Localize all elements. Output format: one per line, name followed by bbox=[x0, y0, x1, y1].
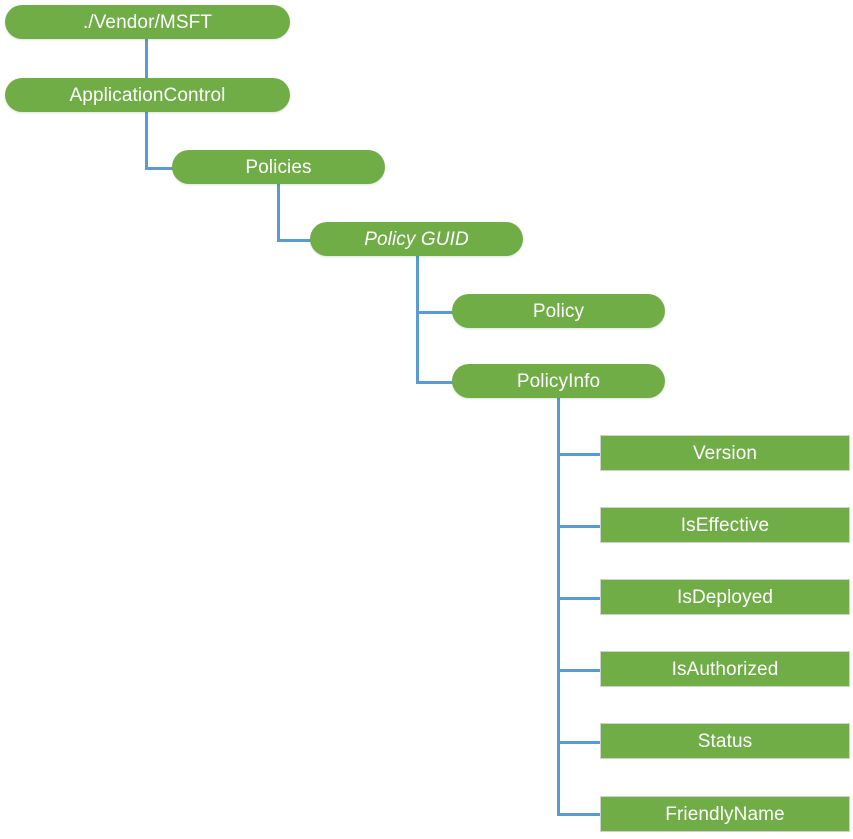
node-appcontrol[interactable]: ApplicationControl bbox=[5, 78, 290, 112]
node-version[interactable]: Version bbox=[600, 435, 850, 471]
connector-policyguid-to-policyinfo bbox=[416, 381, 456, 384]
connector-policyinfo-to-isdeployed bbox=[557, 597, 603, 600]
connector-policyguid-to-policy bbox=[416, 311, 456, 314]
node-policy[interactable]: Policy bbox=[452, 294, 665, 328]
connector-policyinfo-to-isauthorized bbox=[557, 669, 603, 672]
connector-appcontrol-to-policies bbox=[145, 167, 175, 170]
node-iseffective[interactable]: IsEffective bbox=[600, 507, 850, 543]
connector-policyinfo-to-version bbox=[557, 453, 603, 456]
node-friendlyname[interactable]: FriendlyName bbox=[600, 796, 850, 832]
node-policyguid[interactable]: Policy GUID bbox=[310, 222, 523, 256]
connector-policies-to-policyguid bbox=[277, 184, 280, 242]
connector-policyguid-to-policyinfo bbox=[416, 256, 419, 384]
connector-vendor-to-appcontrol bbox=[145, 39, 148, 78]
node-policies[interactable]: Policies bbox=[172, 150, 385, 184]
connector-policyinfo-to-friendlyname bbox=[557, 398, 560, 816]
node-policyinfo[interactable]: PolicyInfo bbox=[452, 364, 665, 398]
connector-appcontrol-to-policies bbox=[145, 112, 148, 170]
node-isauthorized[interactable]: IsAuthorized bbox=[600, 651, 850, 687]
connector-policyinfo-to-status bbox=[557, 741, 603, 744]
connector-policies-to-policyguid bbox=[277, 239, 313, 242]
node-vendor[interactable]: ./Vendor/MSFT bbox=[5, 5, 290, 39]
node-isdeployed[interactable]: IsDeployed bbox=[600, 579, 850, 615]
connector-policyinfo-to-friendlyname bbox=[557, 813, 603, 816]
connector-policyinfo-to-iseffective bbox=[557, 525, 603, 528]
node-status[interactable]: Status bbox=[600, 723, 850, 759]
